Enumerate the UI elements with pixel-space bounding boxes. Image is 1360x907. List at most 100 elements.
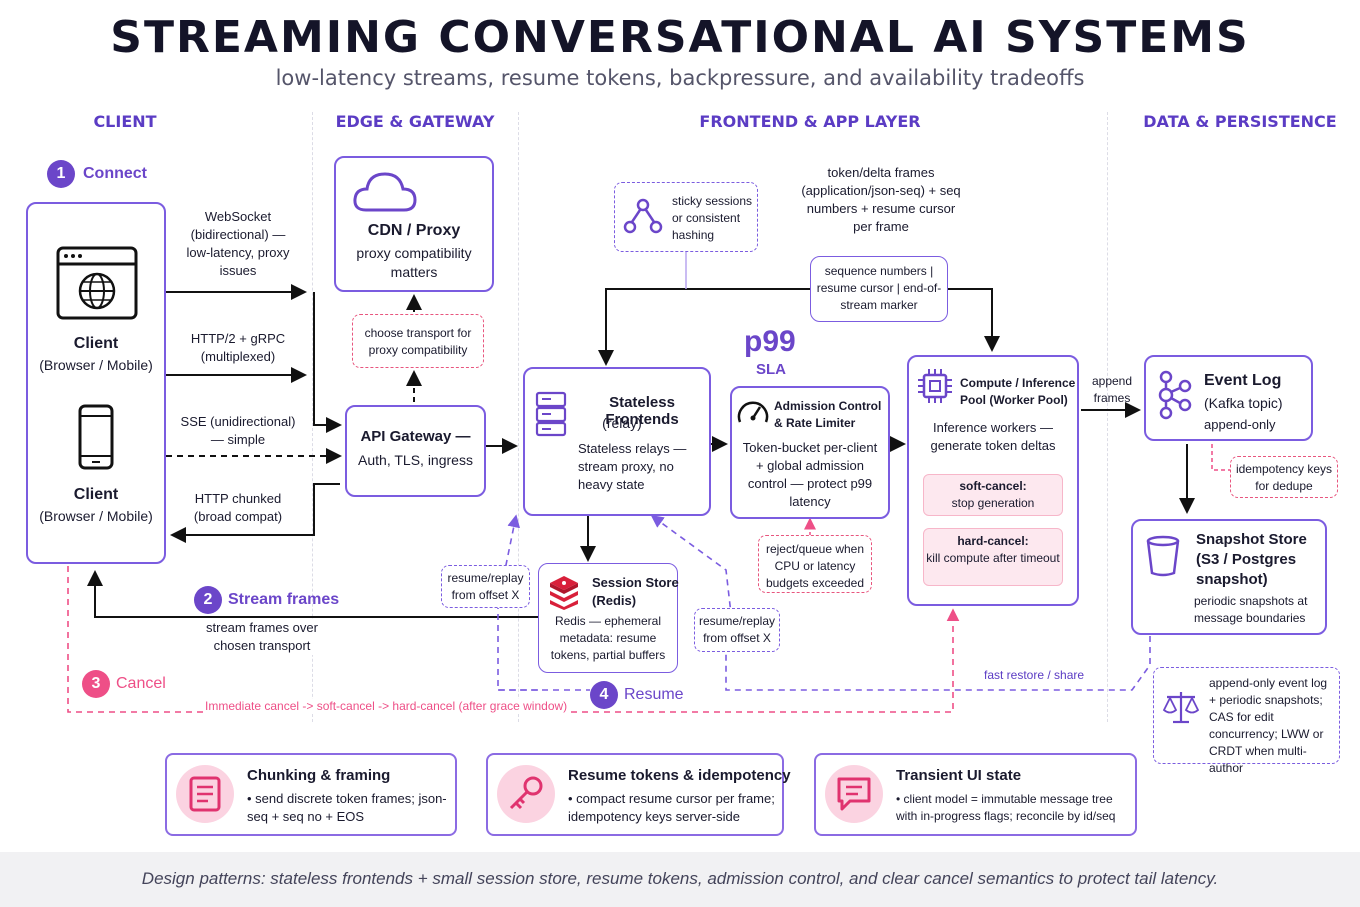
step-4-label: Resume — [624, 686, 684, 703]
fast-restore-label: fast restore / share — [982, 668, 1087, 682]
append-frames-label: append frames — [1091, 374, 1133, 405]
pattern-resume-title: Resume tokens & idempotency — [568, 767, 791, 784]
server-icon — [535, 391, 567, 437]
stateless-frontends-box — [523, 367, 711, 516]
hard-cancel-title: hard-cancel: — [957, 534, 1029, 548]
column-header-client: CLIENT — [93, 112, 157, 131]
api-gateway-box — [345, 405, 486, 497]
client-browser-title: Client — [73, 335, 119, 352]
pattern-resume-desc: • compact resume cursor per frame; idemp… — [568, 791, 775, 824]
bucket-icon — [1146, 535, 1180, 577]
frontends-title: Stateless Frontends — [605, 394, 679, 428]
soft-cancel-title: soft-cancel: — [959, 479, 1027, 493]
column-header-edge: EDGE & GATEWAY — [335, 112, 495, 131]
sla-p99: p99 — [744, 325, 796, 358]
sticky-sessions-note — [614, 182, 758, 252]
chat-icon — [837, 777, 871, 811]
step-4-badge: 4 — [590, 681, 618, 709]
hard-cancel-pill: hard-cancel: kill compute after timeout — [923, 528, 1063, 586]
client-mobile-sub: (Browser / Mobile) — [39, 508, 153, 524]
admission-desc: Token-bucket per-client + global admissi… — [742, 440, 878, 509]
scales-icon — [1162, 692, 1200, 724]
hashing-icon — [623, 198, 663, 234]
sequence-markers-box: sequence numbers | resume cursor | end-o… — [810, 256, 948, 322]
arrow-chunked — [170, 483, 340, 543]
mobile-icon — [78, 404, 114, 470]
client-browser-sub: (Browser / Mobile) — [39, 357, 153, 373]
page-title: STREAMING CONVERSATIONAL AI SYSTEMS — [110, 12, 1250, 63]
chip-icon — [918, 369, 952, 403]
reject-queue-note: reject/queue when CPU or latency budgets… — [758, 535, 872, 593]
api-gateway-desc: Auth, TLS, ingress — [358, 452, 473, 468]
document-icon — [189, 776, 221, 812]
frames-format-note: token/delta frames (application/json-seq… — [801, 165, 961, 234]
admission-title: Admission Control & Rate Limiter — [774, 399, 882, 430]
column-header-frontend: FRONTEND & APP LAYER — [699, 112, 921, 131]
session-store-desc: Redis — ephemeral metadata: resume token… — [550, 614, 666, 662]
stream-frames-note: stream frames over chosen transport — [196, 619, 328, 655]
frontends-desc: Stateless relays — stream proxy, no heav… — [578, 441, 687, 492]
hard-cancel-desc: kill compute after timeout — [926, 551, 1060, 565]
compute-desc: Inference workers — generate token delta… — [930, 420, 1056, 453]
arrow-return-frontends — [598, 288, 810, 366]
persistence-note — [1153, 667, 1340, 764]
transport-chunked-label: HTTP chunked (broad compat) — [193, 491, 283, 524]
step-3-badge: 3 — [82, 670, 110, 698]
arrow-resume-left — [497, 514, 538, 691]
resume-replay-note-left: resume/replay from offset X — [441, 565, 530, 608]
transport-http2-label: HTTP/2 + gRPC (multiplexed) — [190, 331, 286, 364]
transport-sse-label: SSE (unidirectional) — simple — [180, 414, 296, 447]
event-log-title: Event Log — [1204, 372, 1282, 389]
sla-label: SLA — [756, 361, 786, 378]
session-store-sub: (Redis) — [592, 593, 637, 608]
cdn-title: CDN / Proxy — [367, 222, 461, 239]
snapshot-title: Snapshot Store (S3 / Postgres snapshot) — [1196, 531, 1307, 588]
persistence-note-text: append-only event log + periodic snapsho… — [1209, 676, 1328, 775]
soft-cancel-pill: soft-cancel: stop generation — [923, 474, 1063, 516]
arrow-compute-seq — [948, 288, 1000, 352]
redis-icon — [550, 576, 578, 610]
idempotency-note: idempotency keys for dedupe — [1230, 456, 1338, 498]
kafka-icon — [1158, 370, 1192, 420]
event-log-sub: (Kafka topic) — [1204, 395, 1283, 411]
cancel-chain-label: Immediate cancel -> soft-cancel -> hard-… — [203, 699, 570, 713]
footer-caption: Design patterns: stateless frontends + s… — [141, 869, 1219, 888]
sticky-sessions-text: sticky sessions or consistent hashing — [672, 194, 753, 242]
soft-cancel-desc: stop generation — [951, 496, 1035, 510]
transport-websocket-label: WebSocket (bidirectional) — low-latency,… — [186, 209, 290, 278]
column-header-data: DATA & PERSISTENCE — [1143, 112, 1337, 131]
gauge-icon — [737, 401, 769, 423]
admission-control-box — [730, 386, 890, 519]
client-mobile-title: Client — [73, 486, 119, 503]
column-divider — [312, 112, 313, 722]
idempotency-connector — [1211, 444, 1230, 471]
frontends-sub: (relay) — [602, 415, 642, 431]
step-1-badge: 1 — [47, 160, 75, 188]
step-1-label: Connect — [83, 165, 147, 182]
browser-icon — [56, 246, 138, 320]
resume-replay-note-right: resume/replay from offset X — [694, 608, 780, 652]
compute-title: Compute / Inference Pool (Worker Pool) — [960, 376, 1076, 407]
column-divider — [518, 112, 519, 722]
pattern-chunking-desc: • send discrete token frames; json-seq +… — [247, 791, 447, 824]
snapshot-store-box — [1131, 519, 1327, 635]
step-2-label: Stream frames — [228, 591, 340, 608]
cdn-desc: proxy compatibility matters — [356, 245, 472, 280]
transport-choice-note: choose transport for proxy compatibility — [352, 314, 484, 368]
cdn-box — [334, 156, 494, 292]
pattern-chunking-title: Chunking & framing — [247, 767, 391, 784]
step-2-badge: 2 — [194, 586, 222, 614]
key-icon — [509, 776, 543, 810]
arrow-fast-restore — [725, 636, 1151, 691]
pattern-ui-state-desc: • client model = immutable message tree … — [896, 792, 1116, 823]
snapshot-desc: periodic snapshots at message boundaries — [1194, 594, 1308, 625]
footer-band — [0, 852, 1360, 907]
client-box — [26, 202, 166, 564]
cloud-icon — [353, 172, 417, 212]
column-divider — [1107, 112, 1108, 722]
pattern-ui-state-title: Transient UI state — [896, 767, 1022, 784]
arrow-stream-frames — [87, 570, 538, 618]
page-subtitle: low-latency streams, resume tokens, back… — [275, 66, 1085, 90]
event-log-desc: append-only — [1204, 417, 1276, 432]
arrow-websocket-gateway — [313, 292, 342, 433]
